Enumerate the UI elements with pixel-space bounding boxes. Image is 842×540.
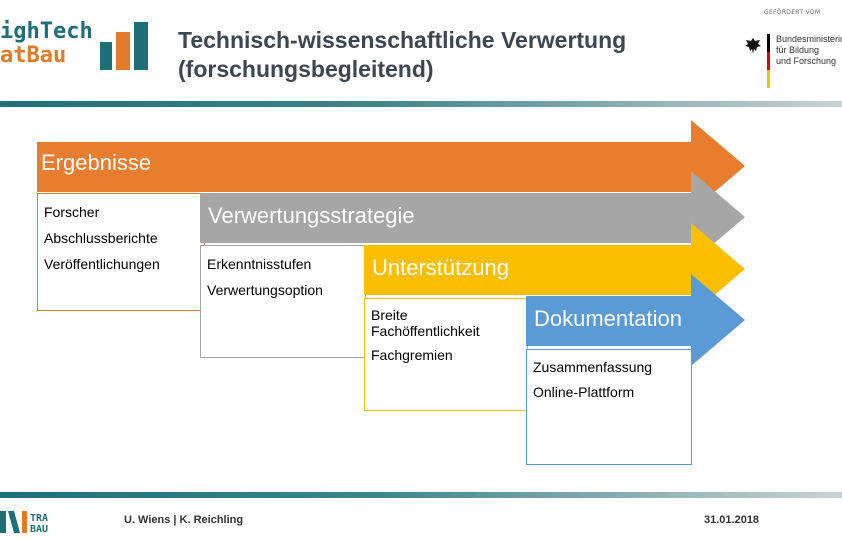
- title-line2: (forschungsbegleitend): [178, 56, 434, 82]
- stage-item: Erkenntnisstufen: [207, 256, 312, 272]
- eagle-icon: [745, 38, 761, 54]
- footer-authors: U. Wiens | K. Reichling: [124, 514, 244, 526]
- stage-box-unterstuetzung: Breite Fachöffentlichkeit Fachgremien: [364, 298, 528, 411]
- logo-line2: atBau: [0, 43, 67, 68]
- stage-item: Zusammenfassung: [533, 359, 653, 375]
- stage-label: Ergebnisse: [41, 150, 152, 175]
- stage-item: Veröffentlichungen: [44, 256, 160, 272]
- stage-item: Breite: [371, 307, 408, 323]
- funder-line3: und Forschung: [776, 56, 837, 66]
- stage-arrow-dokumentation: Dokumentation: [526, 274, 745, 370]
- logo-line1: ighTech: [0, 19, 93, 44]
- stage-item: Fachgremien: [371, 347, 453, 363]
- stage-box-dokumentation: Zusammenfassung Online-Plattform: [526, 349, 692, 465]
- stage-item: Forscher: [44, 204, 100, 220]
- funder-name: Bundesministeriu für Bildung und Forschu…: [776, 34, 842, 67]
- stage-arrow-ergebnisse: Ergebnisse: [37, 120, 745, 216]
- svg-text:BAU: BAU: [30, 524, 48, 535]
- stage-arrow-verwertungsstrategie: Verwertungsstrategie: [200, 171, 745, 267]
- stage-label: Dokumentation: [534, 306, 682, 331]
- stage-label: Unterstützung: [372, 255, 509, 280]
- stage-box-ergebnisse: Forscher Abschlussberichte Veröffentlich…: [37, 193, 205, 311]
- stage-item: Fachöffentlichkeit: [371, 323, 480, 339]
- footer-divider: [0, 492, 842, 498]
- stage-item: Verwertungsoption: [207, 282, 323, 298]
- logo-wordmark: ighTech atBau: [0, 20, 93, 68]
- funder-line1: Bundesministeriu: [776, 34, 842, 44]
- stage-arrow-unterstuetzung: Unterstützung: [364, 223, 745, 319]
- trabau-logo-icon: TRA BAU: [0, 511, 48, 535]
- hightech-matbau-logo: ighTech atBau: [0, 20, 158, 72]
- title-line1: Technisch-wissenschaftliche Verwertung: [178, 27, 627, 53]
- stage-item: Online-Plattform: [533, 384, 635, 400]
- stage-label: Verwertungsstrategie: [208, 203, 415, 228]
- stage-item: Abschlussberichte: [44, 230, 158, 246]
- page-title: Technisch-wissenschaftliche Verwertung (…: [178, 26, 698, 84]
- header-divider: [0, 101, 842, 107]
- logo-bars-icon: [100, 22, 148, 70]
- footer-date: 31.01.2018: [704, 514, 760, 526]
- svg-text:TRA: TRA: [30, 513, 48, 524]
- funder-caption: GEFÖRDERT VOM: [764, 9, 821, 16]
- flag-stripe: [767, 34, 770, 88]
- funder-line2: für Bildung: [776, 45, 820, 55]
